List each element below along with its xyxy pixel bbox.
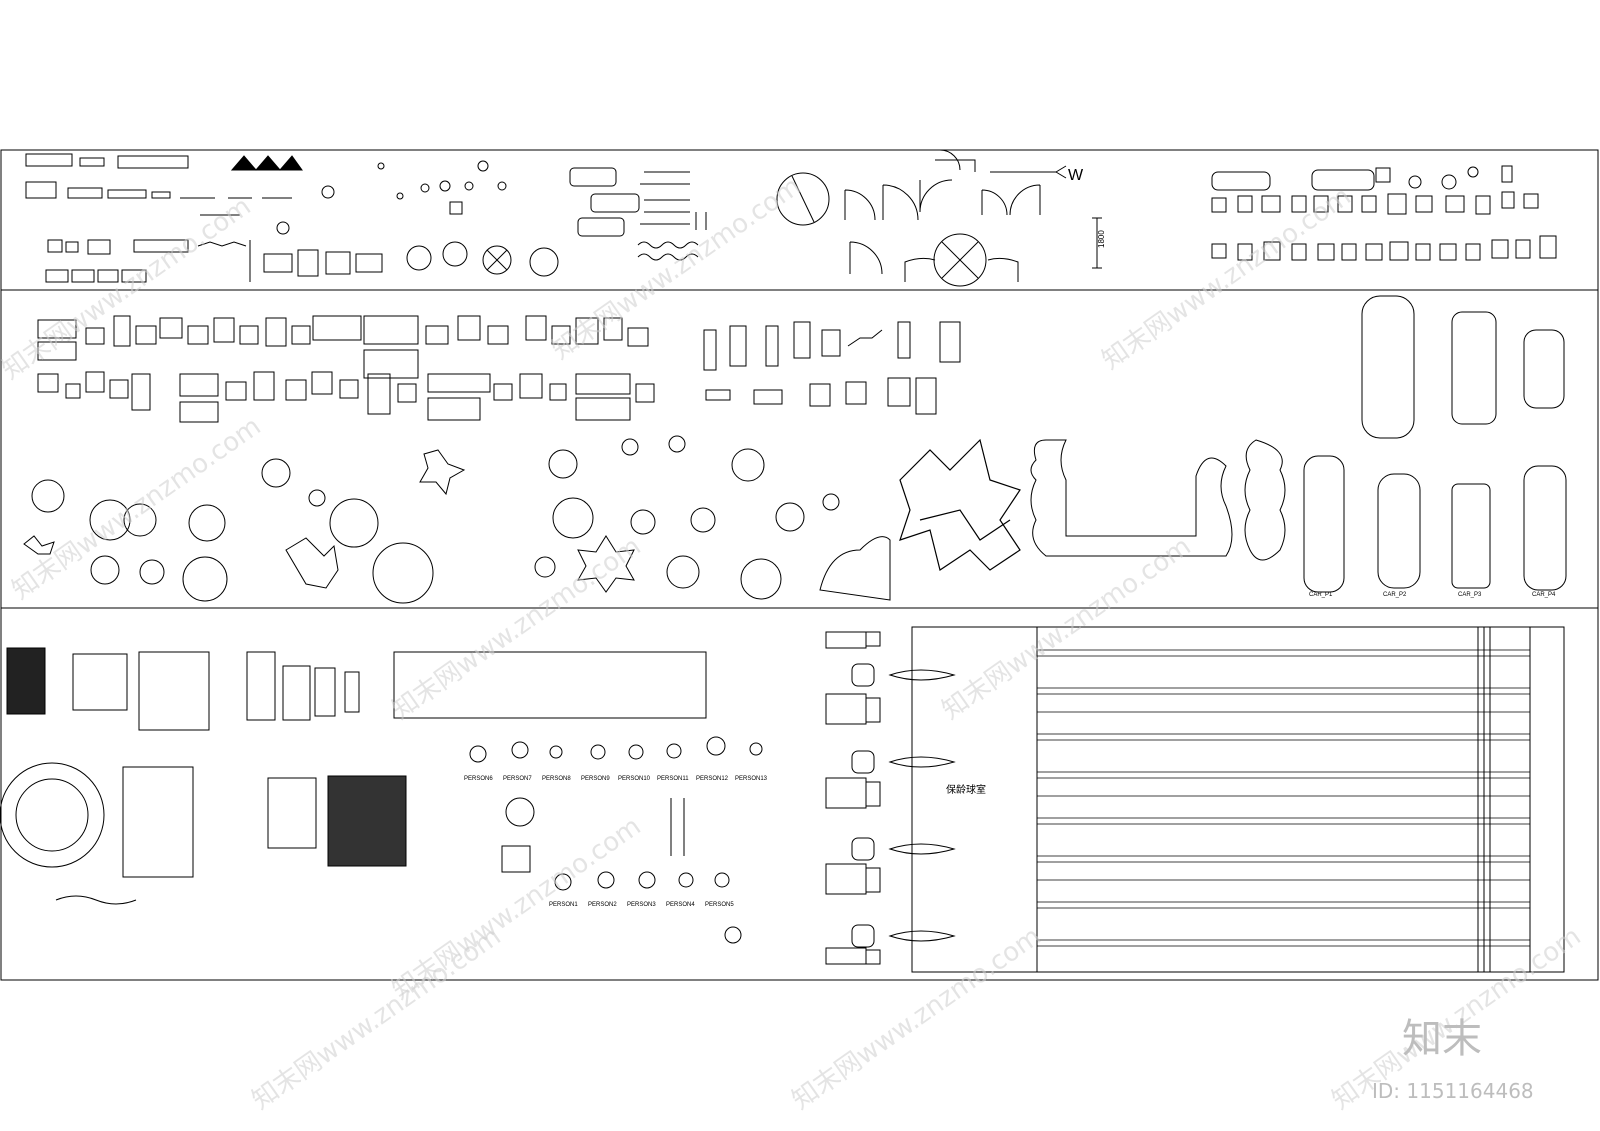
watermark-text: 知末网www.znzmo.com <box>0 191 257 385</box>
furniture-group <box>37 315 655 423</box>
dimension-label: 1800 <box>1097 230 1106 248</box>
watermark-text: 知末网www.znzmo.com <box>937 531 1197 725</box>
car-label: CAR_P2 <box>1383 592 1407 598</box>
width-label: W <box>1068 167 1084 184</box>
person-label: PERSON6 <box>464 776 493 782</box>
image-id: ID: 1151164468 <box>1372 1079 1534 1103</box>
bathroom-fixtures-group <box>1211 165 1557 261</box>
watermark-text: 知末网www.znzmo.com <box>7 411 267 605</box>
person-label: PERSON13 <box>735 776 768 782</box>
brand-logo: 知末 <box>1402 1016 1482 1062</box>
people-bottom-group <box>501 797 742 944</box>
car-labels-group: CAR_P1 CAR_P2 CAR_P3 CAR_P4 <box>1309 592 1556 598</box>
plants-group <box>23 435 1286 604</box>
tree-canopy-cluster <box>899 438 1021 571</box>
cars-group <box>1303 295 1567 593</box>
watermark-text: 知末网www.znzmo.com <box>547 171 807 365</box>
sheet-frame <box>0 149 1599 981</box>
car-label: CAR_P3 <box>1458 592 1482 598</box>
misc-symbols-group <box>25 153 707 283</box>
car-label: CAR_P1 <box>1309 592 1333 598</box>
people-top-group <box>469 736 763 763</box>
person-label: PERSON4 <box>666 902 695 908</box>
watermark-group: 知末网www.znzmo.com 知末网www.znzmo.com 知末网www… <box>0 171 1587 1115</box>
person-label: PERSON8 <box>542 776 571 782</box>
watermark-text: 知末网www.znzmo.com <box>247 921 507 1115</box>
bowling-seats <box>825 631 881 965</box>
person-label: PERSON10 <box>618 776 651 782</box>
watermark-text: 知末网www.znzmo.com <box>1097 181 1357 375</box>
gym-equipment-group <box>703 321 961 415</box>
person-labels-bottom: PERSON1 PERSON2 PERSON3 PERSON4 PERSON5 <box>549 902 734 908</box>
person-label: PERSON3 <box>627 902 656 908</box>
bowling-ball-returns <box>851 663 956 948</box>
person-label: PERSON12 <box>696 776 729 782</box>
bowling-alley-plan <box>825 626 1565 973</box>
door-symbols-group <box>776 149 1102 287</box>
watermark-text: 知末网www.znzmo.com <box>387 531 647 725</box>
bowling-hall-label: 保龄球室 <box>946 783 986 796</box>
person-labels-top: PERSON6 PERSON7 PERSON8 PERSON9 PERSON10… <box>464 776 768 782</box>
person-label: PERSON2 <box>588 902 617 908</box>
lane-lines <box>1037 649 1530 947</box>
person-label: PERSON11 <box>657 776 689 782</box>
person-label: PERSON9 <box>581 776 610 782</box>
person-label: PERSON7 <box>503 776 532 782</box>
car-label: CAR_P4 <box>1532 592 1556 598</box>
person-label: PERSON5 <box>705 902 734 908</box>
pattern-tiles-group <box>0 647 707 905</box>
person-label: PERSON1 <box>549 902 578 908</box>
